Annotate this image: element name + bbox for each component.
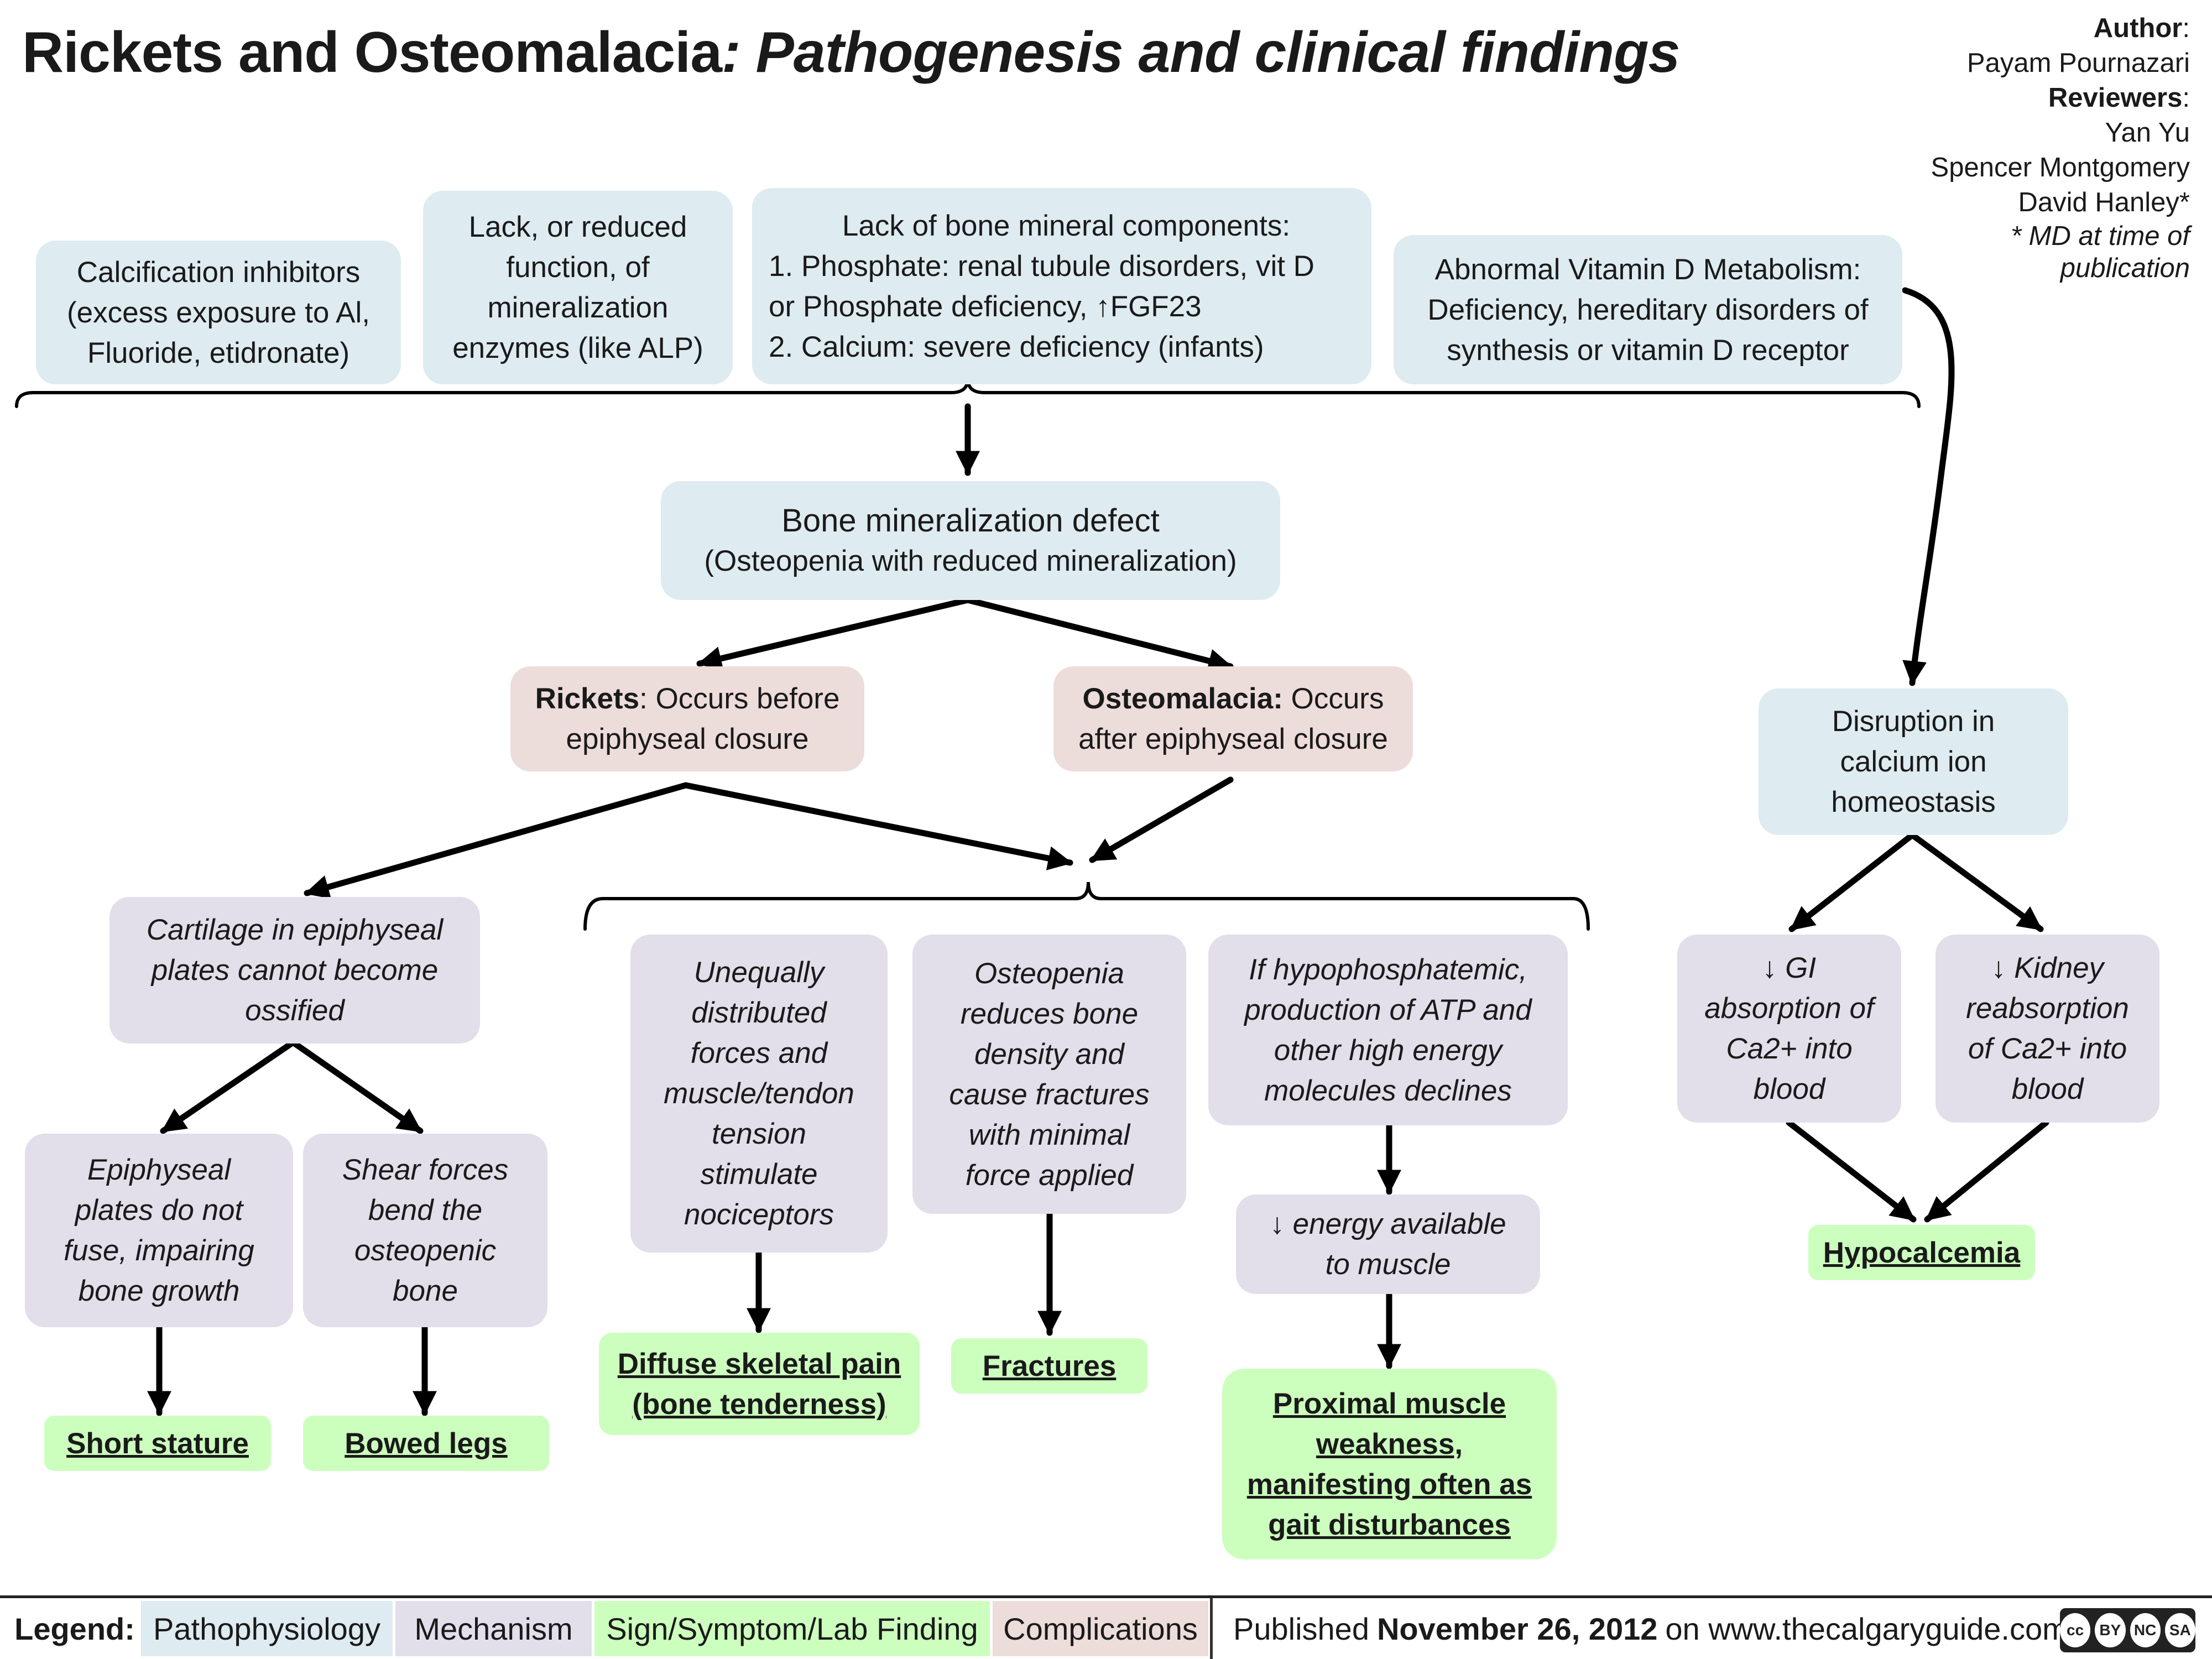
sign-bowed-legs: Bowed legs bbox=[303, 1416, 549, 1471]
sign-diffuse-skeletal-pain: Diffuse skeletal pain(bone tenderness) bbox=[599, 1333, 920, 1435]
arrow-cartilage-to-shear bbox=[290, 1039, 424, 1134]
reviewers-label: Reviewers bbox=[2048, 83, 2183, 113]
arrow-cartilage-to-plates bbox=[160, 1039, 296, 1134]
brace-mechanisms bbox=[583, 881, 1590, 931]
legend-sign-symptom: Sign/Symptom/Lab Finding bbox=[594, 1601, 990, 1656]
legend-label: Legend: bbox=[14, 1611, 135, 1646]
credits: Author: Payam Pournazari Reviewers: Yan … bbox=[1880, 11, 2190, 284]
arrow-defect-to-osteomalacia bbox=[964, 597, 1234, 673]
arrow-vitd-to-disruption bbox=[1902, 287, 1955, 686]
cause-mineral-deficiency: Lack of bone mineral components:1. Phosp… bbox=[752, 188, 1371, 384]
legend-separator bbox=[0, 1595, 2212, 1598]
author-label: Author bbox=[2093, 13, 2183, 43]
arrow-osteomalacia-to-mech-brace bbox=[1089, 776, 1234, 863]
legend-divider bbox=[1210, 1598, 1213, 1659]
author-name: Payam Pournazari bbox=[1966, 48, 2190, 78]
legend-mechanism: Mechanism bbox=[395, 1601, 592, 1656]
arrow-rickets-to-mech-brace bbox=[682, 782, 1073, 870]
reviewer-note: * MD at time of publication bbox=[2010, 221, 2190, 283]
legend-complications: Complications bbox=[993, 1601, 1208, 1656]
cause-calcification-inhibitors: Calcification inhibitors(excess exposure… bbox=[36, 241, 401, 384]
arrow-defect-to-rickets bbox=[696, 597, 971, 671]
sign-hypocalcemia: Hypocalcemia bbox=[1808, 1225, 2035, 1280]
legend-pathophysiology: Pathophysiology bbox=[141, 1601, 393, 1656]
arrow-disruption-to-kidney bbox=[1909, 832, 2044, 932]
page-title: Rickets and Osteomalacia: Pathogenesis a… bbox=[22, 20, 1680, 85]
cc-icon: cc bbox=[2060, 1613, 2091, 1647]
by-icon: BY bbox=[2095, 1613, 2126, 1647]
arrow-gi-to-hypocalcemia bbox=[1786, 1119, 1917, 1223]
bone-mineralization-defect: Bone mineralization defect(Osteopenia wi… bbox=[661, 481, 1280, 600]
cause-vitamin-d-metabolism: Abnormal Vitamin D Metabolism:Deficiency… bbox=[1394, 235, 1902, 384]
arrow-rickets-to-cartilage bbox=[304, 782, 689, 899]
sign-short-stature: Short stature bbox=[44, 1416, 271, 1471]
creative-commons-badge: cc BY NC SA bbox=[2060, 1608, 2195, 1652]
published-line: Published November 26, 2012 on www.theca… bbox=[1233, 1611, 2068, 1646]
sa-icon: SA bbox=[2164, 1613, 2195, 1647]
reviewer: Yan Yu bbox=[2105, 118, 2190, 148]
arrow-disruption-to-gi bbox=[1788, 832, 1916, 932]
mechanism-atp-production: If hypophosphatemic,production of ATP an… bbox=[1208, 935, 1568, 1125]
arrow-kidney-to-hypocalcemia bbox=[1924, 1119, 2049, 1223]
nc-icon: NC bbox=[2130, 1613, 2161, 1647]
reviewer: Spencer Montgomery bbox=[1931, 153, 2190, 182]
sign-fractures: Fractures bbox=[951, 1338, 1147, 1394]
reviewer: David Hanley* bbox=[2018, 187, 2190, 217]
